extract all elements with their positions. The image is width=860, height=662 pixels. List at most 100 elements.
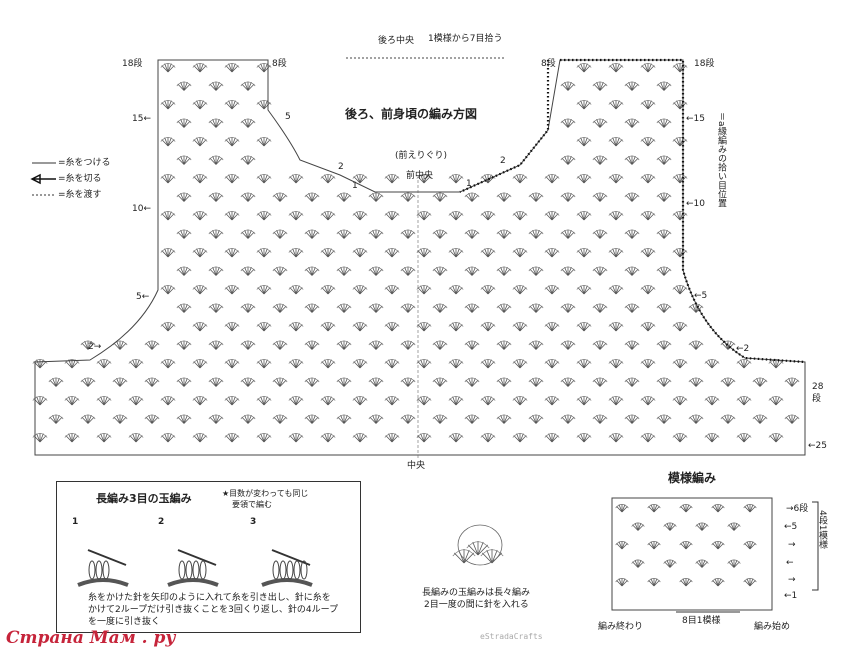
stitch-line (711, 396, 716, 406)
stitch-line (71, 361, 79, 369)
shell-stitch (224, 63, 240, 73)
chain-arc (576, 285, 592, 290)
stitch-line (711, 361, 719, 369)
chain-arc (176, 266, 192, 272)
stitch-line (631, 193, 636, 202)
stitch-line (212, 378, 217, 387)
stitch-line (119, 341, 124, 350)
stitch-line (644, 359, 649, 369)
stitch-line (733, 522, 738, 531)
stitch-line (439, 268, 447, 276)
row-label-right-18: 18段 (694, 59, 715, 69)
chain-arc (288, 433, 304, 438)
stitch-line (631, 230, 636, 239)
stitch-line (183, 230, 188, 239)
stitch-line (263, 398, 271, 406)
shell-stitch (711, 541, 725, 550)
stitch-line (209, 416, 217, 424)
stitch-line (180, 156, 185, 165)
pick-up-label: 1模様から7目拾う (428, 34, 503, 44)
chain-arc (208, 118, 224, 124)
stitch-line (289, 287, 297, 295)
stitch-line (161, 398, 169, 406)
stitch-line (404, 341, 409, 350)
shell-stitch (320, 433, 336, 443)
stitch-line (583, 359, 588, 369)
chain-arc (256, 174, 272, 179)
shell-stitch (576, 137, 592, 147)
stitch-line (628, 341, 633, 350)
chain-arc (631, 522, 645, 527)
shell-stitch (711, 504, 725, 513)
stitch-line (615, 287, 623, 295)
stitch-line (663, 416, 671, 424)
shell-stitch (560, 118, 576, 128)
stitch-line (385, 176, 393, 184)
stitch-line (196, 174, 201, 184)
chain-arc (448, 396, 464, 401)
yarn-illustration (77, 578, 129, 587)
shell-stitch (160, 248, 176, 258)
stitch-line (151, 378, 156, 387)
stitch-line (673, 250, 681, 258)
stitch-line (567, 83, 575, 91)
chain-arc (695, 559, 709, 564)
stitch-line (580, 211, 585, 221)
stitch-line (615, 63, 620, 73)
chain-arc (304, 303, 320, 309)
stitch-line (375, 268, 383, 276)
shell-stitch (368, 303, 384, 313)
stitch-line (356, 433, 361, 443)
stitch-line (39, 359, 44, 369)
stitch-line (669, 561, 676, 568)
shell-stitch (608, 322, 624, 332)
stitch-line (385, 250, 393, 258)
short-row-5: 5 (285, 112, 291, 122)
stitch-line (609, 139, 617, 147)
stitch-line (148, 341, 153, 350)
stitch-line (616, 505, 623, 513)
stitch-line (241, 231, 249, 239)
stitch-line (423, 322, 428, 332)
stitch-line (567, 120, 575, 128)
chain-arc (736, 396, 752, 401)
stitch-line (791, 415, 796, 424)
stitch-line (289, 250, 297, 258)
stitch-line (727, 379, 735, 387)
stitch-line (295, 285, 300, 295)
stitch-line (212, 304, 217, 313)
stitch-line (663, 230, 668, 239)
stitch-line (596, 193, 601, 202)
stitch-line (679, 322, 684, 332)
shell-stitch (448, 396, 464, 406)
pattern-repeat-label: 8目1模様 (682, 616, 721, 626)
chain-arc (304, 266, 320, 272)
shell-stitch (272, 192, 288, 202)
shell-stitch (304, 414, 320, 424)
stitch-line (500, 193, 505, 202)
chain-arc (320, 248, 336, 253)
stitch-line (647, 396, 652, 406)
stitch-line (513, 361, 521, 369)
shell-stitch (512, 396, 528, 406)
stitch-line (372, 267, 377, 276)
chain-arc (656, 414, 672, 420)
stitch-line (327, 435, 335, 443)
chain-arc (480, 433, 496, 438)
stitch-line (295, 211, 300, 221)
chain-arc (608, 359, 624, 364)
stitch-line (615, 211, 620, 221)
stitch-line (167, 213, 175, 221)
chain-arc (608, 137, 624, 142)
stitch-line (468, 230, 473, 239)
chain-arc (560, 81, 576, 87)
stitch-line (225, 176, 233, 184)
shell-stitch (400, 229, 416, 239)
stitch-line (276, 230, 281, 239)
stitch-line (516, 174, 521, 184)
stitch-line (497, 231, 505, 239)
stitch-line (193, 213, 201, 221)
chain-arc (160, 396, 176, 401)
stitch-line (471, 193, 476, 202)
stitch-line (532, 378, 537, 387)
